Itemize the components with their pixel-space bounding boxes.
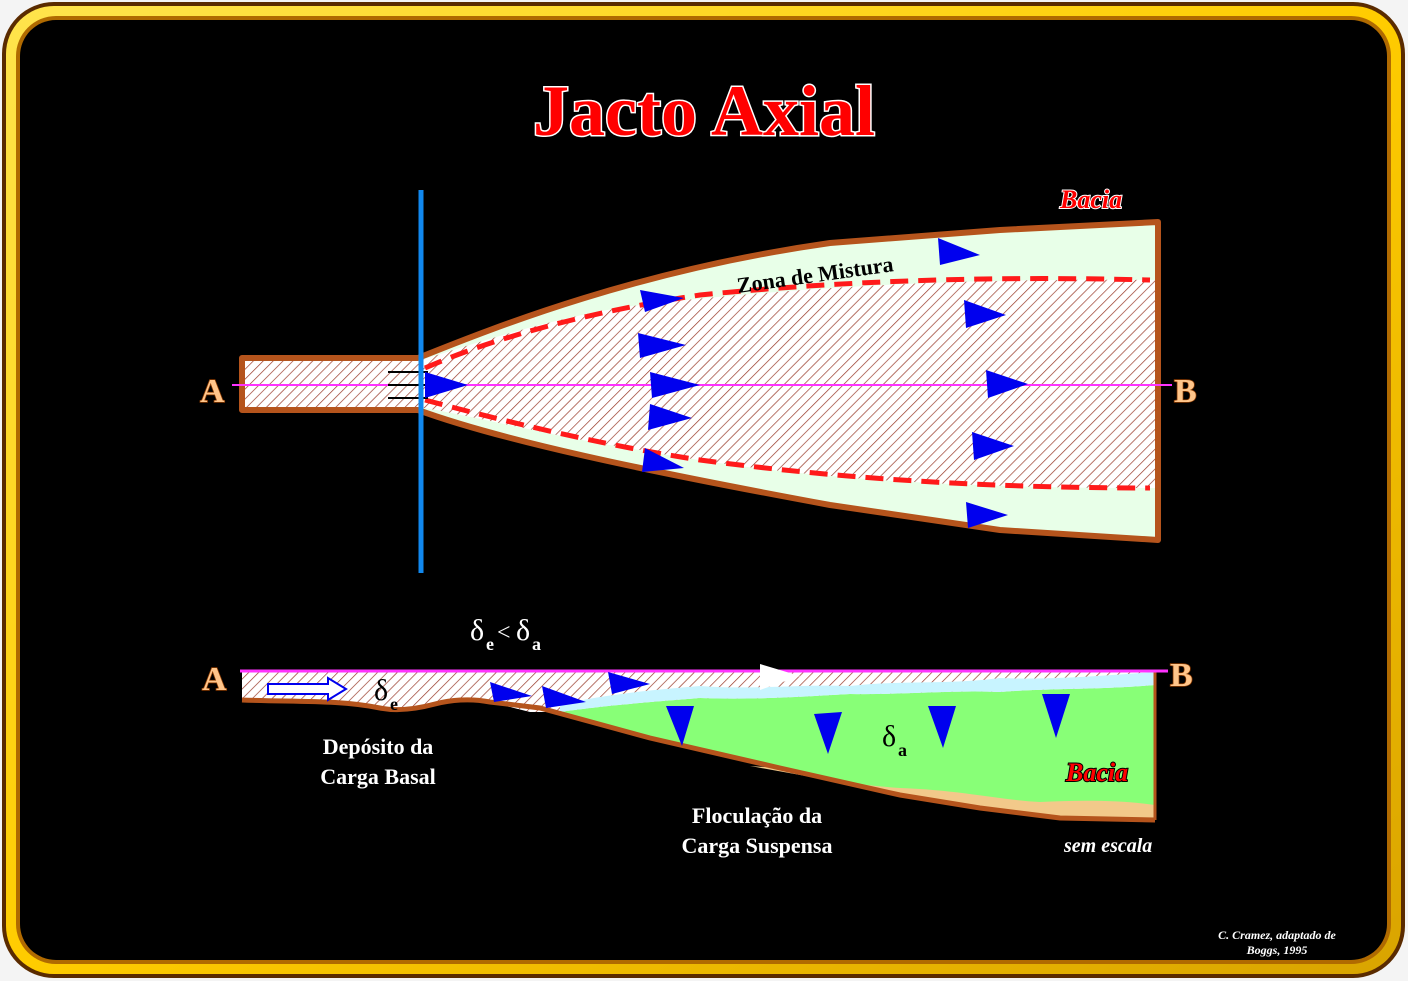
relation-delta-2: δ [516,614,530,647]
flow-arrow-icon [648,404,692,430]
density-relation: δ e < δ a [470,614,541,654]
delta-e-label: δ e [374,674,398,714]
inflow-arrow-icon [267,676,348,702]
basal-load-label-line2: Carga Basal [320,764,436,789]
delta-a-symbol: δ [882,720,896,753]
relation-sub-1: e [486,634,494,654]
flow-arrow-icon [542,686,586,708]
flow-arrow-icon [986,370,1028,398]
mixing-band-section [560,672,1155,712]
credit-line-2: Boggs, 1995 [1246,943,1308,957]
mixing-zone-boundary-top [423,276,1151,371]
plan-view-diagram: A B Bacia Zona de Mistura [199,184,1197,573]
flow-arrow-icon [966,502,1008,528]
section-view-diagram: A B δ e < δ a δ e δ a Depósito da Carga … [201,614,1193,858]
label-a-plan: A [200,373,225,410]
delta-e-symbol: δ [374,674,388,707]
credit-line-1: C. Cramez, adaptado de [1218,928,1336,942]
flow-arrow-icon [964,300,1006,328]
flow-arrow-icon [608,672,650,694]
mixing-zone-boundary-bottom [424,397,1151,491]
flow-arrows-section [490,672,650,708]
flow-arrow-icon [760,664,800,690]
flow-arrow-icon [938,238,980,265]
settling-arrow-icon [928,706,956,748]
channel-bed-profile [241,697,1156,823]
suspended-load-label-line1: Floculação da [692,803,822,828]
basin-water-section [490,672,1155,820]
flow-arrow-icon [638,333,686,358]
jet-core-hatch [245,279,1155,488]
delta-a-sub: a [898,740,907,760]
flow-arrow-icon [642,448,684,472]
flow-arrow-icon [972,432,1014,460]
flow-arrow-icon [650,372,700,398]
flow-arrow-icon [490,682,532,702]
slide-title: Jacto Axial [533,71,875,151]
settling-arrow-icon [1042,694,1070,738]
delta-e-sub: e [390,694,398,714]
scale-note: sem escala [1063,835,1152,857]
basin-label-section: Bacia [1065,758,1128,787]
relation-delta-1: δ [470,614,484,647]
settling-arrow-icon [666,706,694,746]
label-b-section: B [1170,657,1193,694]
settling-arrows [666,694,1070,754]
flow-arrows-plan [425,238,1028,528]
relation-operator: < [497,620,511,646]
basin-label-plan: Bacia [1059,185,1122,214]
settling-arrow-icon [814,712,842,754]
label-b-plan: B [1174,373,1197,410]
flow-arrow-icon [425,372,468,398]
label-a-section: A [202,661,227,698]
sand-deposit [750,766,1155,820]
delta-a-label: δ a [882,720,907,760]
flow-arrow-icon [640,290,684,312]
suspended-load-label-line2: Carga Suspensa [682,833,833,858]
relation-sub-2: a [532,634,541,654]
basal-load-label-line1: Depósito da [323,734,434,759]
